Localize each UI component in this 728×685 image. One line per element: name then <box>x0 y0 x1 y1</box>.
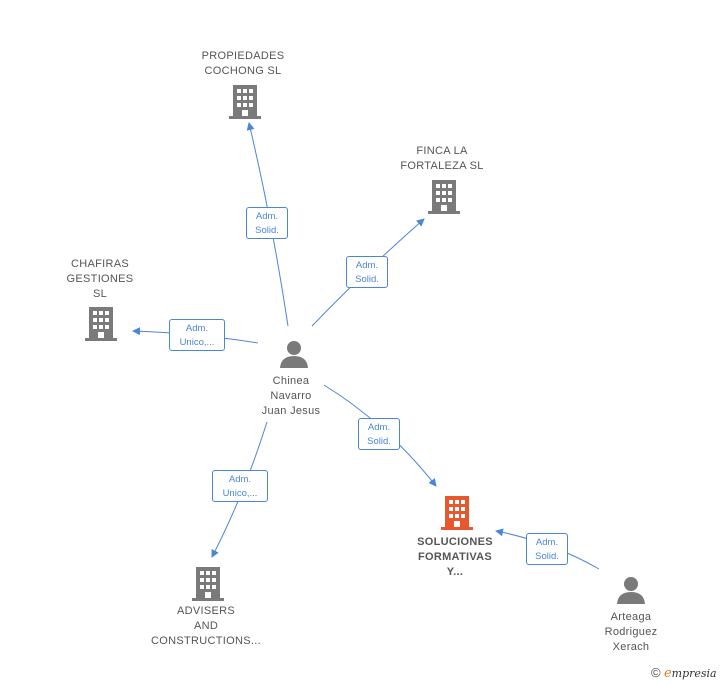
label-line: AND <box>193 620 219 632</box>
badge-line: Solid. <box>367 436 391 447</box>
badge-line: Solid. <box>535 551 559 562</box>
brand-rest: mpresia <box>671 667 717 680</box>
label-line: FORTALEZA SL <box>400 160 484 172</box>
edge-badge-advisers[interactable]: Adm. Unico,... <box>212 470 268 502</box>
building-icon-focus[interactable] <box>441 495 473 531</box>
building-icon[interactable] <box>229 84 261 120</box>
node-label-chafiras[interactable]: CHAFIRAS GESTIONES SL <box>45 257 155 302</box>
badge-line: Adm. <box>367 422 391 433</box>
badge-line: Solid. <box>255 225 279 236</box>
badge-line: Unico,... <box>179 337 215 348</box>
label-line: FORMATIVAS <box>417 551 493 563</box>
brand-e: e <box>663 666 672 681</box>
label-line: Navarro <box>270 390 312 402</box>
label-line: CONSTRUCTIONS... <box>151 635 261 647</box>
badge-line: Adm. <box>185 323 209 334</box>
badge-line: Solid. <box>355 274 379 285</box>
label-line: ADVISERS <box>176 605 236 617</box>
label-line: Y... <box>446 566 464 578</box>
label-line: Arteaga <box>610 611 652 623</box>
building-icon[interactable] <box>192 566 224 602</box>
label-line: Juan Jesus <box>261 405 321 417</box>
label-line: PROPIEDADES <box>201 50 285 62</box>
node-label-chinea[interactable]: Chinea Navarro Juan Jesus <box>241 374 341 419</box>
badge-line: Unico,... <box>222 488 258 499</box>
person-icon[interactable] <box>616 575 646 605</box>
node-label-soluciones[interactable]: SOLUCIONES FORMATIVAS Y... <box>400 535 510 580</box>
label-line: SL <box>92 288 108 300</box>
label-line: Chinea <box>272 375 310 387</box>
label-line: FINCA LA <box>416 145 468 157</box>
label-line: Rodriguez <box>604 626 658 638</box>
node-label-arteaga[interactable]: Arteaga Rodriguez Xerach <box>581 610 681 655</box>
building-icon[interactable] <box>85 306 117 342</box>
node-label-advisers[interactable]: ADVISERS AND CONSTRUCTIONS... <box>136 604 276 649</box>
label-line: CHAFIRAS <box>70 258 130 270</box>
label-line: Xerach <box>612 641 650 653</box>
label-line: SOLUCIONES <box>417 536 493 548</box>
badge-line: Adm. <box>228 474 252 485</box>
building-icon[interactable] <box>428 179 460 215</box>
label-line: COCHONG SL <box>204 65 282 77</box>
badge-line: Adm. <box>255 211 279 222</box>
edge-badge-arteaga[interactable]: Adm. Solid. <box>526 533 568 565</box>
edge-badge-propiedades[interactable]: Adm. Solid. <box>246 207 288 239</box>
badge-line: Adm. <box>355 260 379 271</box>
node-label-finca[interactable]: FINCA LA FORTALEZA SL <box>382 144 502 174</box>
badge-line: Adm. <box>535 537 559 548</box>
label-line: GESTIONES <box>66 273 134 285</box>
edge-badge-soluciones[interactable]: Adm. Solid. <box>358 418 400 450</box>
copyright-icon: © <box>651 665 661 680</box>
node-label-propiedades[interactable]: PROPIEDADES COCHONG SL <box>183 49 303 79</box>
edge-badge-finca[interactable]: Adm. Solid. <box>346 256 388 288</box>
person-icon[interactable] <box>279 339 309 369</box>
empresia-logo[interactable]: © empresia <box>651 665 717 681</box>
edge-badge-chafiras[interactable]: Adm. Unico,... <box>169 319 225 351</box>
